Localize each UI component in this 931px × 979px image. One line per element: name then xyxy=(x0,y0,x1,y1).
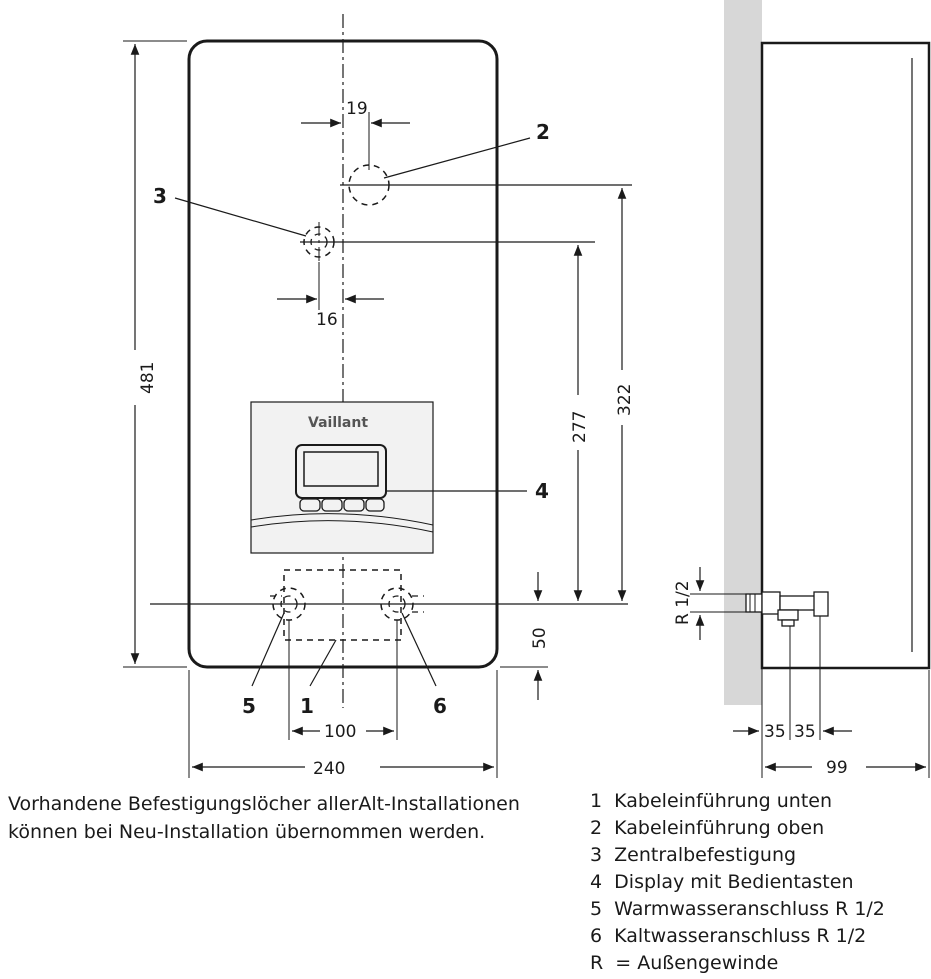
dimension-thread-label: R 1/2 xyxy=(673,580,693,625)
callout-3: 3 xyxy=(153,184,307,237)
legend-item-3: 3 Zentralbefestigung xyxy=(590,844,797,866)
dimension-322-label: 322 xyxy=(615,384,635,416)
dimension-35-a-label: 35 xyxy=(764,722,786,742)
technical-drawing: 19 16 Vaillant 48 xyxy=(123,0,931,779)
appliance-side-outline xyxy=(760,41,931,670)
dimension-50-label: 50 xyxy=(530,627,550,649)
brand-logo: Vaillant xyxy=(308,415,368,431)
legend-item-6: 6 Kaltwasseranschluss R 1/2 xyxy=(590,925,867,947)
dimension-99: 99 xyxy=(765,670,930,778)
legend-item-2: 2 Kabeleinführung oben xyxy=(590,817,825,839)
dimension-99-label: 99 xyxy=(826,758,848,778)
dimension-35-35: 35 35 xyxy=(733,668,852,778)
legend-item-4: 4 Display mit Bedientasten xyxy=(590,871,854,893)
callout-5: 5 xyxy=(242,612,285,718)
svg-text:5: 5 xyxy=(242,694,256,718)
dimension-240-label: 240 xyxy=(313,759,345,779)
pipe-connection-side xyxy=(745,591,829,740)
callout-4: 4 xyxy=(386,479,549,503)
svg-text:4: 4 xyxy=(535,479,549,503)
dimension-322: 322 xyxy=(615,188,635,601)
installation-note: Vorhandene Befestigungslöcher allerAlt-I… xyxy=(8,793,520,843)
cable-entry-top xyxy=(340,164,632,206)
dimension-16: 16 xyxy=(277,262,384,330)
svg-text:3: 3 xyxy=(153,184,167,208)
central-mounting-hole xyxy=(300,222,595,265)
legend: 1 Kabeleinführung unten 2 Kabeleinführun… xyxy=(590,788,885,977)
callout-1: 1 xyxy=(300,639,337,718)
callout-6: 6 xyxy=(401,612,447,718)
legend-item-r: R = Außengewinde xyxy=(590,952,779,974)
dimension-240: 240 xyxy=(188,670,498,779)
display-panel: Vaillant xyxy=(250,401,434,554)
legend-item-5: 5 Warmwasseranschluss R 1/2 xyxy=(590,898,885,920)
dimension-50: 50 xyxy=(500,572,550,700)
dimension-19: 19 xyxy=(301,99,410,170)
svg-text:6: 6 xyxy=(433,694,447,718)
svg-text:1: 1 xyxy=(300,694,314,718)
svg-text:2: 2 xyxy=(536,120,550,144)
dimension-35-b-label: 35 xyxy=(794,722,816,742)
dimension-277-label: 277 xyxy=(570,411,590,443)
legend-item-1: 1 Kabeleinführung unten xyxy=(590,790,833,812)
cable-entry-bottom xyxy=(283,569,402,641)
wall xyxy=(724,0,762,705)
dimension-100: 100 xyxy=(288,620,398,742)
dimension-thread: R 1/2 xyxy=(673,567,746,640)
dimension-481: 481 xyxy=(123,40,187,668)
callout-2: 2 xyxy=(383,120,550,179)
dimension-16-label: 16 xyxy=(316,310,338,330)
dimension-277: 277 xyxy=(570,245,590,601)
dimension-481-label: 481 xyxy=(138,362,158,394)
dimension-100-label: 100 xyxy=(324,722,356,742)
dimension-19-label: 19 xyxy=(346,99,368,119)
